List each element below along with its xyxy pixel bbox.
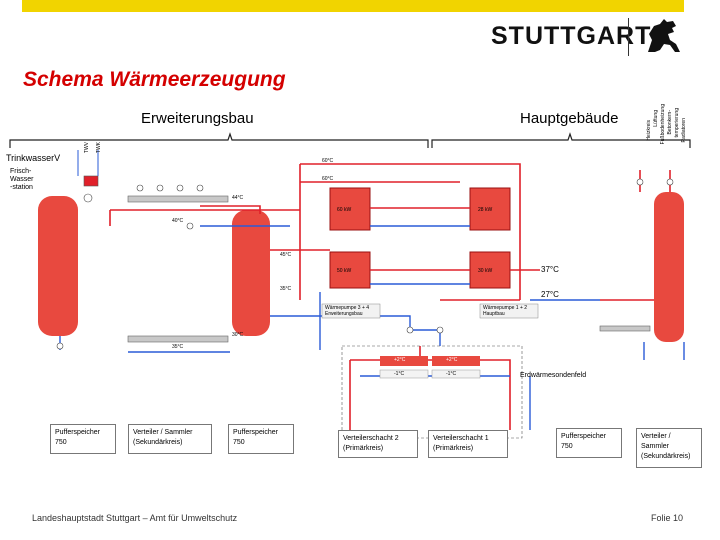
legend-buffer-tank-1: Pufferspeicher 750 [50,424,116,454]
right-vlabel-3: Fußbodenheizung [660,104,666,145]
temp-27-label: 27°C [541,290,559,299]
legend-shaft-2: Verteilerschacht 2 (Primärkreis) [338,430,418,458]
probe-collector-2-warm [380,356,428,366]
legend-text: Verteilerschacht 2 [343,435,399,442]
twk-label: TWK [96,142,102,154]
right-vlabel-6: Radiatoren [681,118,687,143]
slide-title: Schema Wärmeerzeugung [23,68,286,91]
hp-right-line-1: Wärmepumpe 1 + 2 [483,305,528,311]
hp-left-line-1: Wärmepumpe 3 + 4 [325,305,370,311]
legend-text: Pufferspeicher [233,429,279,436]
temp-37-label: 37°C [541,265,559,274]
probe-collector-1-warm [432,356,480,366]
temp-45-label: 45°C [280,252,292,258]
section-label-right: Hauptgebäude [520,110,619,127]
freshwater-station-label: Frisch- Wasser -station [10,168,33,192]
manifold-right [599,325,651,332]
horse-logo-icon [648,19,680,52]
bracket-left [9,132,429,148]
footer-left: Landeshauptstadt Stuttgart – Amt für Umw… [32,513,238,523]
temp-44-label: 44°C [232,195,244,201]
legend-text: Verteilerschacht 1 [433,435,489,442]
temp-35-label: 35°C [280,286,292,292]
temp-m1a-label: -1°C [394,371,405,377]
section-label-left: Erweiterungsbau [141,110,254,127]
legend-text: Pufferspeicher [561,433,607,440]
probe-field-label: Erdwärmesondenfeld [520,372,587,379]
freshwater-station-unit [83,175,99,187]
legend-text: (Sekundärkreis) [133,439,183,446]
legend-text: Verteiler / Sammler [133,429,193,436]
temp-p2b-label: +2°C [446,357,458,363]
temp-60b-label: 60°C [322,176,334,182]
supply-pipes [109,163,671,430]
buffer-tank-1 [38,196,78,336]
kw-28-label: 28 kW [478,207,493,213]
legend-text: (Primärkreis) [433,445,474,452]
temp-40-label: 40°C [172,218,184,224]
twv-label: TWV [84,142,90,154]
hp-left-panel [321,303,381,319]
temp-35b-label: 35°C [172,344,184,350]
hp-right-line-2: Hauptbau [483,311,505,317]
legend-buffer-tank-3: Pufferspeicher 750 [556,428,622,458]
hp-right-label: Wärmepumpe 1 + 2 Hauptbau [483,305,527,317]
legend-text: 750 [55,439,67,446]
pump-symbols [56,178,674,350]
kw-60-label: 60 kW [337,207,352,213]
top-accent-bar [22,0,684,12]
legend-buffer-tank-2: Pufferspeicher 750 [228,424,294,454]
legend-distributor-1: Verteiler / Sammler (Sekundärkreis) [128,424,212,454]
city-logo-text: STUTTGART [491,22,652,50]
temp-p2a-label: +2°C [394,357,406,363]
tw-pipes [77,150,99,176]
temp-60a-label: 60°C [322,158,334,164]
right-vlabel-5: temperierung [674,108,680,138]
buffer-tank-2 [232,210,270,336]
legend-text: Sammler [641,443,670,450]
hp-left-line-2: Erweiterungsbau [325,311,363,317]
heat-pump-3 [329,187,371,231]
return-pipes [59,225,685,430]
right-vlabel-2: Lüftung [653,110,659,127]
right-vlabel-4: Betonkern- [667,110,673,135]
manifold-top [127,195,229,203]
legend-text: (Sekundärkreis) [641,453,691,460]
legend-text: 750 [561,443,573,450]
legend-text: Pufferspeicher [55,429,101,436]
buffer-tank-3 [654,192,684,342]
kw-30-label: 30 kW [478,268,493,274]
slide-number: Folie 10 [651,513,684,523]
freshwater-line-2: Wasser [10,176,34,183]
manifold-bottom [127,335,229,343]
legend-text: 750 [233,439,245,446]
right-vlabel-1: Heizkreis [646,120,652,141]
freshwater-line-3: -station [10,184,33,191]
logo-divider [628,18,629,56]
hp-right-panel [479,303,539,319]
probe-collector-2-cold [379,369,429,379]
freshwater-line-1: Frisch- [10,168,32,175]
legend-text: (Primärkreis) [343,445,384,452]
bracket-right [431,132,691,148]
legend-shaft-1: Verteilerschacht 1 (Primärkreis) [428,430,508,458]
temp-m1b-label: -1°C [446,371,457,377]
hp-left-label: Wärmepumpe 3 + 4 Erweiterungsbau [325,305,369,317]
legend-distributor-2: Verteiler / Sammler (Sekundärkreis) [636,428,702,468]
kw-50-label: 50 kW [337,268,352,274]
heat-pump-1 [469,187,511,231]
probe-collector-1-cold [431,369,481,379]
temp-30-label: 30°C [232,332,244,338]
legend-text: Verteiler / [641,433,671,440]
trinkwasser-label: TrinkwasserV [6,153,61,163]
